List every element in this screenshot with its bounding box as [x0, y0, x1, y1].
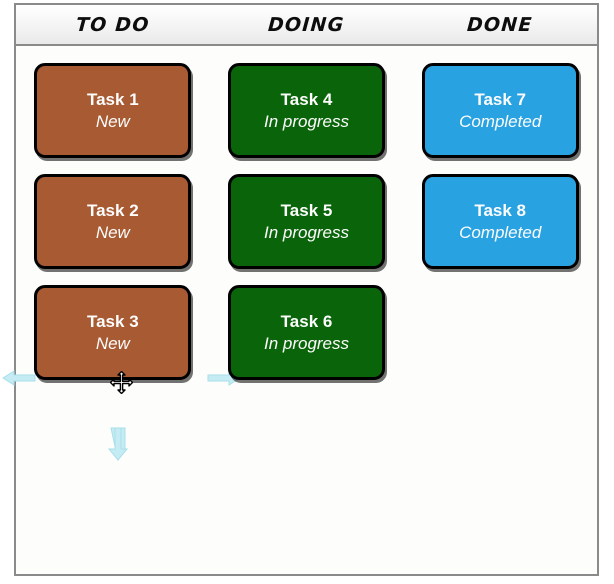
- task-card-title: Task 6: [280, 312, 333, 332]
- task-card-2[interactable]: Task 2 New: [34, 174, 192, 269]
- column-header-done-label: DONE: [466, 13, 534, 36]
- task-card-status: Completed: [459, 111, 542, 131]
- column-todo[interactable]: Task 1 New Task 2 New Task 3 New: [2, 46, 241, 574]
- column-header-doing: DOING: [210, 5, 404, 44]
- task-card-7[interactable]: Task 7 Completed: [421, 63, 579, 158]
- column-header-doing-label: DOING: [267, 13, 346, 36]
- task-card-4[interactable]: Task 4 In progress: [228, 63, 385, 158]
- task-card-6[interactable]: Task 6 In progress: [228, 285, 385, 380]
- kanban-board: TO DO DOING DONE Task 1 New Task 2 New T…: [2, 3, 599, 576]
- task-card-status: In progress: [263, 222, 350, 242]
- task-card-title: Task 1: [86, 90, 139, 110]
- task-card-3[interactable]: Task 3 New: [34, 285, 192, 380]
- column-header-bar: TO DO DOING DONE: [16, 5, 597, 46]
- column-header-todo-label: TO DO: [75, 13, 151, 36]
- task-card-5[interactable]: Task 5 In progress: [228, 174, 385, 269]
- task-card-status: New: [95, 111, 130, 131]
- task-card-title: Task 7: [474, 90, 526, 110]
- column-header-done: DONE: [403, 5, 597, 44]
- task-card-status: New: [95, 333, 130, 353]
- task-card-title: Task 2: [86, 201, 139, 221]
- kanban-columns: Task 1 New Task 2 New Task 3 New: [2, 46, 597, 574]
- task-card-title: Task 5: [280, 201, 333, 221]
- task-card-status: New: [95, 222, 130, 242]
- task-card-status: Completed: [459, 222, 542, 242]
- column-doing[interactable]: Task 4 In progress Task 5 In progress Ta…: [210, 46, 404, 574]
- task-card-1[interactable]: Task 1 New: [34, 63, 192, 158]
- task-card-title: Task 3: [86, 312, 139, 332]
- task-card-title: Task 8: [474, 201, 526, 221]
- column-header-todo: TO DO: [16, 5, 210, 44]
- task-card-8[interactable]: Task 8 Completed: [421, 174, 579, 269]
- task-card-status: In progress: [263, 111, 350, 131]
- task-card-status: In progress: [263, 333, 350, 353]
- task-card-title: Task 4: [280, 90, 333, 110]
- column-done[interactable]: Task 7 Completed Task 8 Completed: [403, 46, 597, 574]
- drag-arrow-down-icon: [105, 427, 131, 461]
- drag-arrow-left-icon: [2, 365, 36, 391]
